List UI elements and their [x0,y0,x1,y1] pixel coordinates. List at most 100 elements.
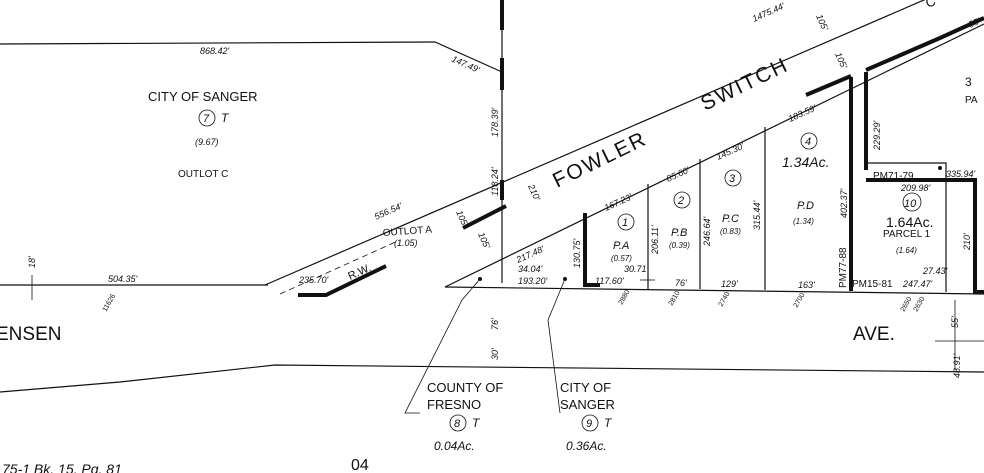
apn-2740: 2740 [718,291,732,308]
dim-105-c: 105' [814,13,830,33]
parcel-4-label: P.D [797,200,814,212]
pm-71-79: PM71-79 [873,171,914,182]
parcel-8-suffix: T [472,416,481,430]
parcel-8-number: 8 [454,418,461,430]
fowler-row-south-edge [444,23,984,288]
dim-117: 117.60' [595,276,624,286]
apn-2700: 2700 [793,292,807,309]
parcel-1-area: (0.57) [611,254,632,263]
apn-2650: 2650 [900,296,914,313]
dim-130: 130.75' [572,238,582,268]
dim-206: 206.11' [650,225,660,255]
parcel-9-circle [581,414,599,432]
apn-11626: 11626 [102,293,118,313]
parcel-3-label: P.C [722,213,739,225]
leader-parcel-9 [547,278,566,414]
parcel-3-area: (0.83) [720,227,741,236]
right-edge-pa: PA [965,95,978,106]
dim-556: 556.54' [373,201,404,222]
fowler-row-north-edge [264,0,926,286]
boundary-lines [0,0,984,414]
dim-335: 335.94' [946,169,976,179]
parcel-10-area-big: 1.64Ac. [886,214,933,230]
parcel-2-number: 2 [677,195,684,207]
access-line-p10 [866,178,984,294]
parcel-3-number: 3 [729,173,736,185]
parcel-7-area: (9.67) [195,137,219,147]
parcel-9-suffix: T [604,416,613,430]
parcel-1-number: 1 [622,217,628,229]
parcel-circles [198,109,922,432]
dim-85: 85.60' [665,165,691,184]
leader-dot-9 [563,277,567,281]
dim-55-bottom: 55' [950,316,960,328]
dim-402: 402.37' [839,188,849,218]
right-edge-3: 3 [965,75,972,89]
corner-label: C [923,0,938,11]
dim-209: 209.98' [900,183,931,193]
dim-178: 178.39' [490,107,500,137]
apn-labels: 11626 2880 2810 2740 2700 2650 2630 [102,289,927,313]
leader-dot-8 [478,277,482,281]
road-label-ave: AVE. [853,324,895,345]
access-line-h [865,16,984,72]
pm-15-81: PM15-81 [852,279,893,290]
parcel-2-circle [673,191,691,209]
page-number: 04 [351,457,369,473]
parcel-8-name1: COUNTY OF [427,380,503,395]
parcel-8-area: 0.04Ac. [434,439,475,453]
parcel-7-name: CITY OF SANGER [148,89,258,104]
apn-2810: 2810 [668,290,682,307]
access-line-e [805,74,852,97]
dim-105-d: 105' [833,51,849,71]
access-line-d [462,204,507,230]
access-line-rw [298,264,387,297]
parcel7-north-line [0,41,503,73]
dim-210-a: 210' [526,182,542,203]
parcel10-lines [866,162,947,292]
dim-55-top: 55' [967,16,982,30]
parcel-1-label: P.A [613,240,629,252]
dim-30: 30' [490,348,500,360]
parcel-7-sub: OUTLOT C [178,169,228,180]
dim-229: 229.29' [872,120,882,151]
dim-30-71: 30.71' [624,264,649,274]
jensen-north-edge-east [444,286,984,295]
road-label-jensen: ENSEN [0,324,61,345]
parcel-9-name2: SANGER [560,397,615,412]
dim-163: 163' [798,280,815,290]
access-line-pa [583,213,600,287]
dim-868: 868.42' [200,46,230,56]
leader-parcel-8 [404,278,481,414]
dim-247: 247.47' [902,279,933,289]
parcel-10-number: 10 [904,198,917,210]
road-label-fowler: FOWLER [549,127,651,192]
dim-147: 147.49' [450,54,481,75]
parcel-9-name1: CITY OF [560,380,611,395]
parcel-9-area: 0.36Ac. [566,439,607,453]
parcel-10-label: PARCEL 1 [883,229,931,240]
dim-48: 48.91' [952,353,962,378]
dim-193: 193.20' [518,276,548,286]
book-page-reference: 75-1 Bk. 15, Pg. 81 [2,461,122,473]
parcel-7-circle [198,109,216,127]
parcel-1-circle [617,213,635,231]
outlot-a-label: OUTLOT A [382,225,432,239]
road-label-switch: SWITCH [697,53,792,115]
parcel-10-circle [902,192,922,212]
pm-references: PM71-79 PM77-88 PM15-81 [838,171,914,290]
dim-129: 129' [721,279,738,289]
dim-210-b: 210' [962,233,972,251]
parcel-4-area-big: 1.34Ac. [782,154,829,170]
dim-105-b: 105' [476,231,492,251]
dim-118: 118.24' [490,167,500,196]
dim-34: 34.04' [518,264,543,274]
apn-2880: 2880 [618,289,632,306]
rw-dashed-line [279,239,401,295]
parcel-4-circle [800,132,818,150]
leader-dot-10 [938,166,942,170]
parcel-8-circle [449,414,467,432]
dim-76-b: 76' [490,318,500,330]
outlot-a-area: (1.05) [394,238,418,248]
